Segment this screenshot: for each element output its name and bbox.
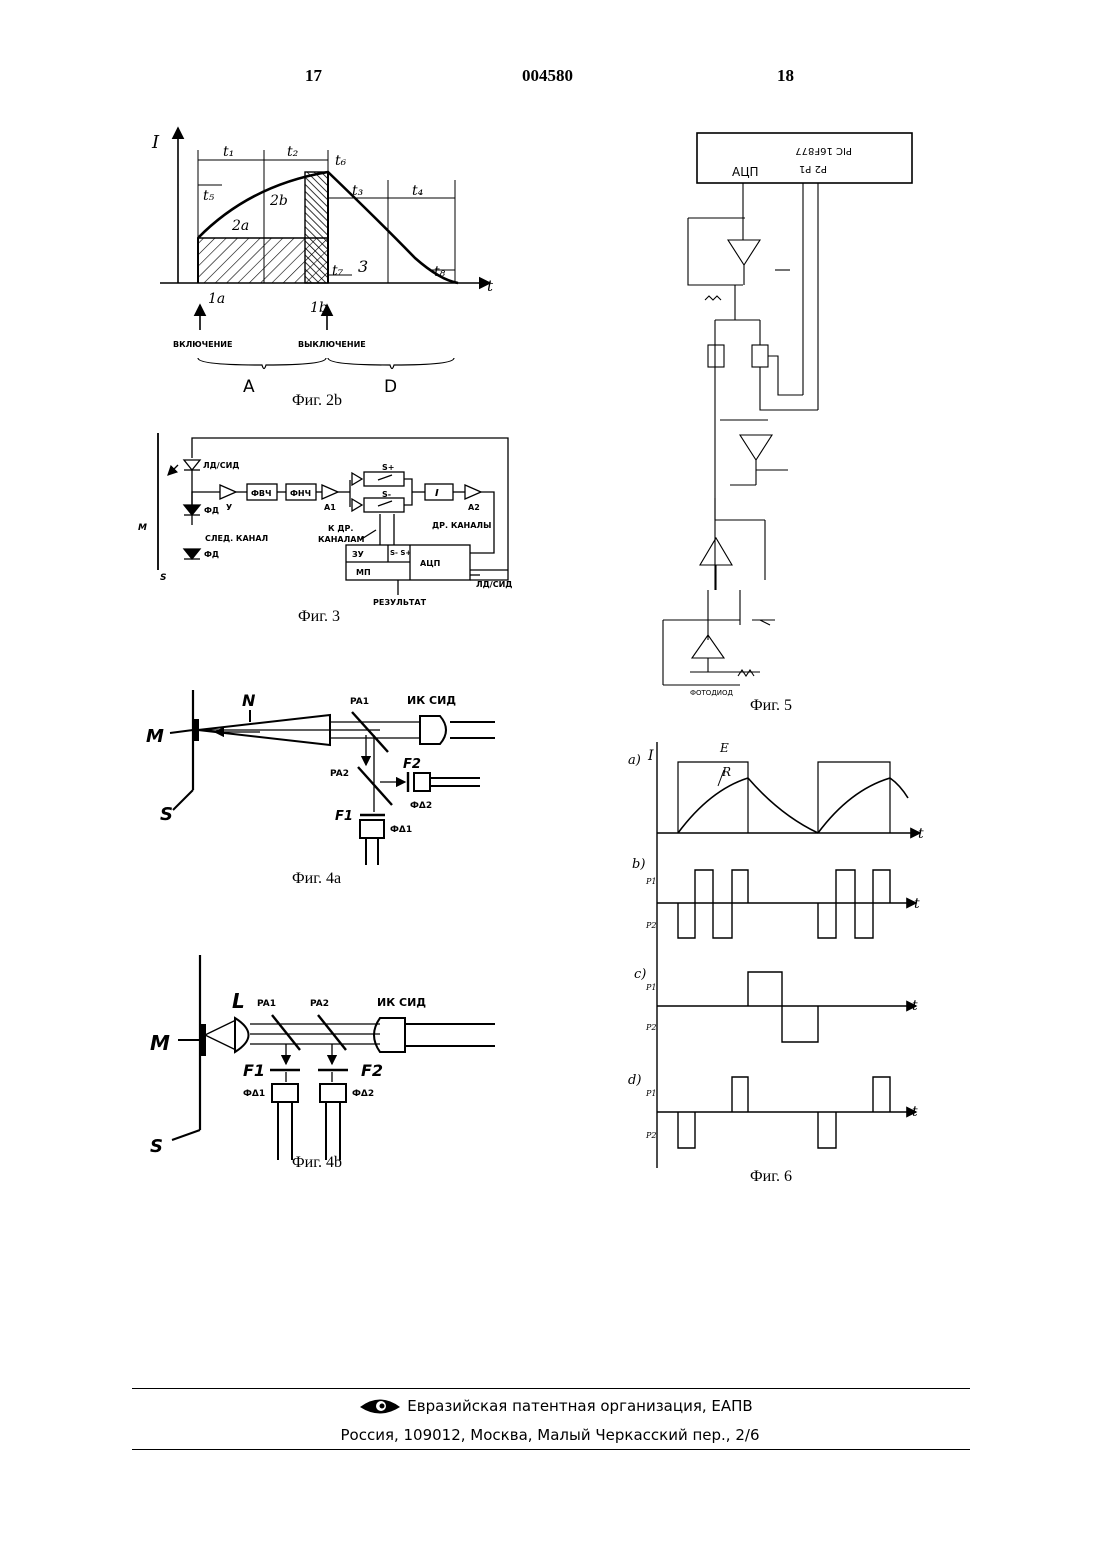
fig4a-pa2: PA2 [330, 769, 349, 779]
fig6-t-d: t [912, 1104, 918, 1120]
fig2b-label-2a: 2a [231, 218, 249, 234]
fig4b-pa1: PA1 [257, 999, 276, 1009]
fig3-channels: КАНАЛАМ [318, 535, 364, 544]
fig4b-caption: Фиг. 4b [292, 1154, 342, 1172]
fig5-caption: Фиг. 5 [750, 697, 792, 715]
footer-rule-bottom [132, 1449, 970, 1450]
fig4b-l: L [232, 989, 245, 1013]
fig3-amp-u: У [226, 503, 232, 512]
fig4b-led: ИК СИД [377, 996, 426, 1009]
fig3-a2: A2 [468, 503, 480, 512]
fig3-m: M [138, 523, 147, 533]
fig2b-x-axis: t [487, 277, 494, 295]
fig2b-t2: t₂ [287, 144, 299, 160]
footer-org: Евразийская патентная организация, ЕАПВ [0, 1397, 1100, 1415]
fig6-p2-d: P2 [645, 1131, 656, 1140]
fig4a-m: M [146, 726, 164, 747]
fig4b-f2: F2 [361, 1061, 383, 1080]
fig3-s: S [160, 573, 166, 583]
figure-6 [657, 742, 920, 1168]
fig2b-t6: t₆ [335, 153, 347, 169]
fig6-p2-c: P2 [645, 1023, 656, 1032]
fig6-p1-c: P1 [645, 983, 656, 992]
fig3-memory: ЗУ [352, 550, 364, 559]
fig2b-t1: t₁ [223, 144, 234, 160]
fig3-mp: МП [356, 568, 371, 577]
fig3-s-minus-plus: S- S+ [390, 549, 411, 557]
fig4b-pd1: ФΔ1 [243, 1089, 265, 1099]
fig2b-y-axis: I [151, 132, 160, 153]
fig2b-brace-a: A [243, 377, 255, 397]
fig6-label-a: a) [628, 753, 641, 768]
fig4a-caption: Фиг. 4a [292, 870, 341, 888]
fig6-label-d: d) [628, 1073, 641, 1088]
fig2b-on-label: ВКЛЮЧЕНИЕ [173, 340, 232, 349]
fig2b-label-3: 3 [358, 257, 368, 276]
fig2b-label-2b: 2b [269, 193, 288, 209]
fig6-label-b: b) [632, 857, 645, 872]
fig3-caption: Фиг. 3 [298, 608, 340, 626]
fig6-p1-b: P1 [645, 877, 656, 886]
fig3-hpf: ФВЧ [251, 489, 272, 498]
fig2b-caption: Фиг. 2b [292, 392, 342, 410]
fig2b-t4: t₄ [412, 183, 424, 199]
fig6-t-b: t [914, 896, 920, 912]
fig5-adc: АЦП [732, 165, 759, 179]
fig4a-f1: F1 [335, 809, 353, 824]
fig2b-off-label: ВЫКЛЮЧЕНИЕ [298, 340, 366, 349]
fig6-label-c: c) [634, 967, 646, 982]
fig3-s-minus: S- [382, 490, 391, 499]
fig5-photodiode: ФОТОДИОД [690, 689, 734, 697]
fig3-to-other: К ДР. [328, 524, 353, 533]
fig6-r: R [721, 765, 731, 779]
fig2b-brace-d: D [384, 377, 397, 397]
fig4b-f1: F1 [243, 1061, 265, 1080]
fig2b-t3: t₃ [352, 183, 364, 199]
fig2b-t8: t₈ [434, 264, 446, 280]
fig3-photodiode: ФД [204, 506, 219, 515]
fig4b-pa2: PA2 [310, 999, 329, 1009]
fig3-next-channel: СЛЕД. КАНАЛ [205, 534, 268, 543]
fig4b-s: S [150, 1136, 163, 1157]
fig5-chip: PIC 16F877 [795, 145, 852, 156]
footer-address: Россия, 109012, Москва, Малый Черкасский… [0, 1426, 1100, 1444]
fig4a-pd1: ФΔ1 [390, 825, 412, 835]
fig6-e: E [719, 741, 729, 755]
figure-5 [663, 133, 912, 685]
fig4a-pd2: ФΔ2 [410, 801, 432, 811]
fig3-other-channels: ДР. КАНАЛЫ [432, 521, 491, 530]
fig3-result: РЕЗУЛЬТАТ [373, 598, 427, 607]
fig3-lpf: ФНЧ [290, 489, 311, 498]
fig4a-f2: F2 [403, 757, 421, 772]
fig2b-t7: t₇ [332, 263, 344, 279]
fig4b-m: M [150, 1031, 170, 1055]
fig3-photodiode-2: ФД [204, 550, 219, 559]
fig3-integrator: I [435, 488, 439, 499]
fig4b-pd2: ФΔ2 [352, 1089, 374, 1099]
fig6-p1-d: P1 [645, 1089, 656, 1098]
fig3-s-plus: S+ [382, 463, 394, 472]
fig3-laser-out: ЛД/СИД [476, 580, 512, 589]
fig6-caption: Фиг. 6 [750, 1168, 792, 1186]
fig3-a1: A1 [324, 503, 336, 512]
fig5-ports: P2 P1 [799, 163, 827, 174]
fig2b-label-1a: 1a [208, 291, 225, 307]
fig2b-t5: t₅ [203, 188, 215, 204]
fig6-t-c: t [912, 998, 918, 1014]
figure-4b [172, 955, 495, 1160]
fig2b-label-1b: 1b [310, 300, 328, 316]
footer-rule-top [132, 1388, 970, 1389]
fig4a-s: S [160, 804, 173, 825]
fig6-p2-b: P2 [645, 921, 656, 930]
fig4a-n: N [242, 691, 256, 710]
fig4a-pa1: PA1 [350, 697, 369, 707]
figure-2b [160, 128, 490, 369]
fig3-adc: АЦП [420, 559, 440, 568]
fig6-t-a: t [918, 826, 924, 842]
fig4a-led: ИК СИД [407, 694, 456, 707]
fig3-laser: ЛД/СИД [203, 461, 239, 470]
fig6-i: I [647, 748, 654, 764]
